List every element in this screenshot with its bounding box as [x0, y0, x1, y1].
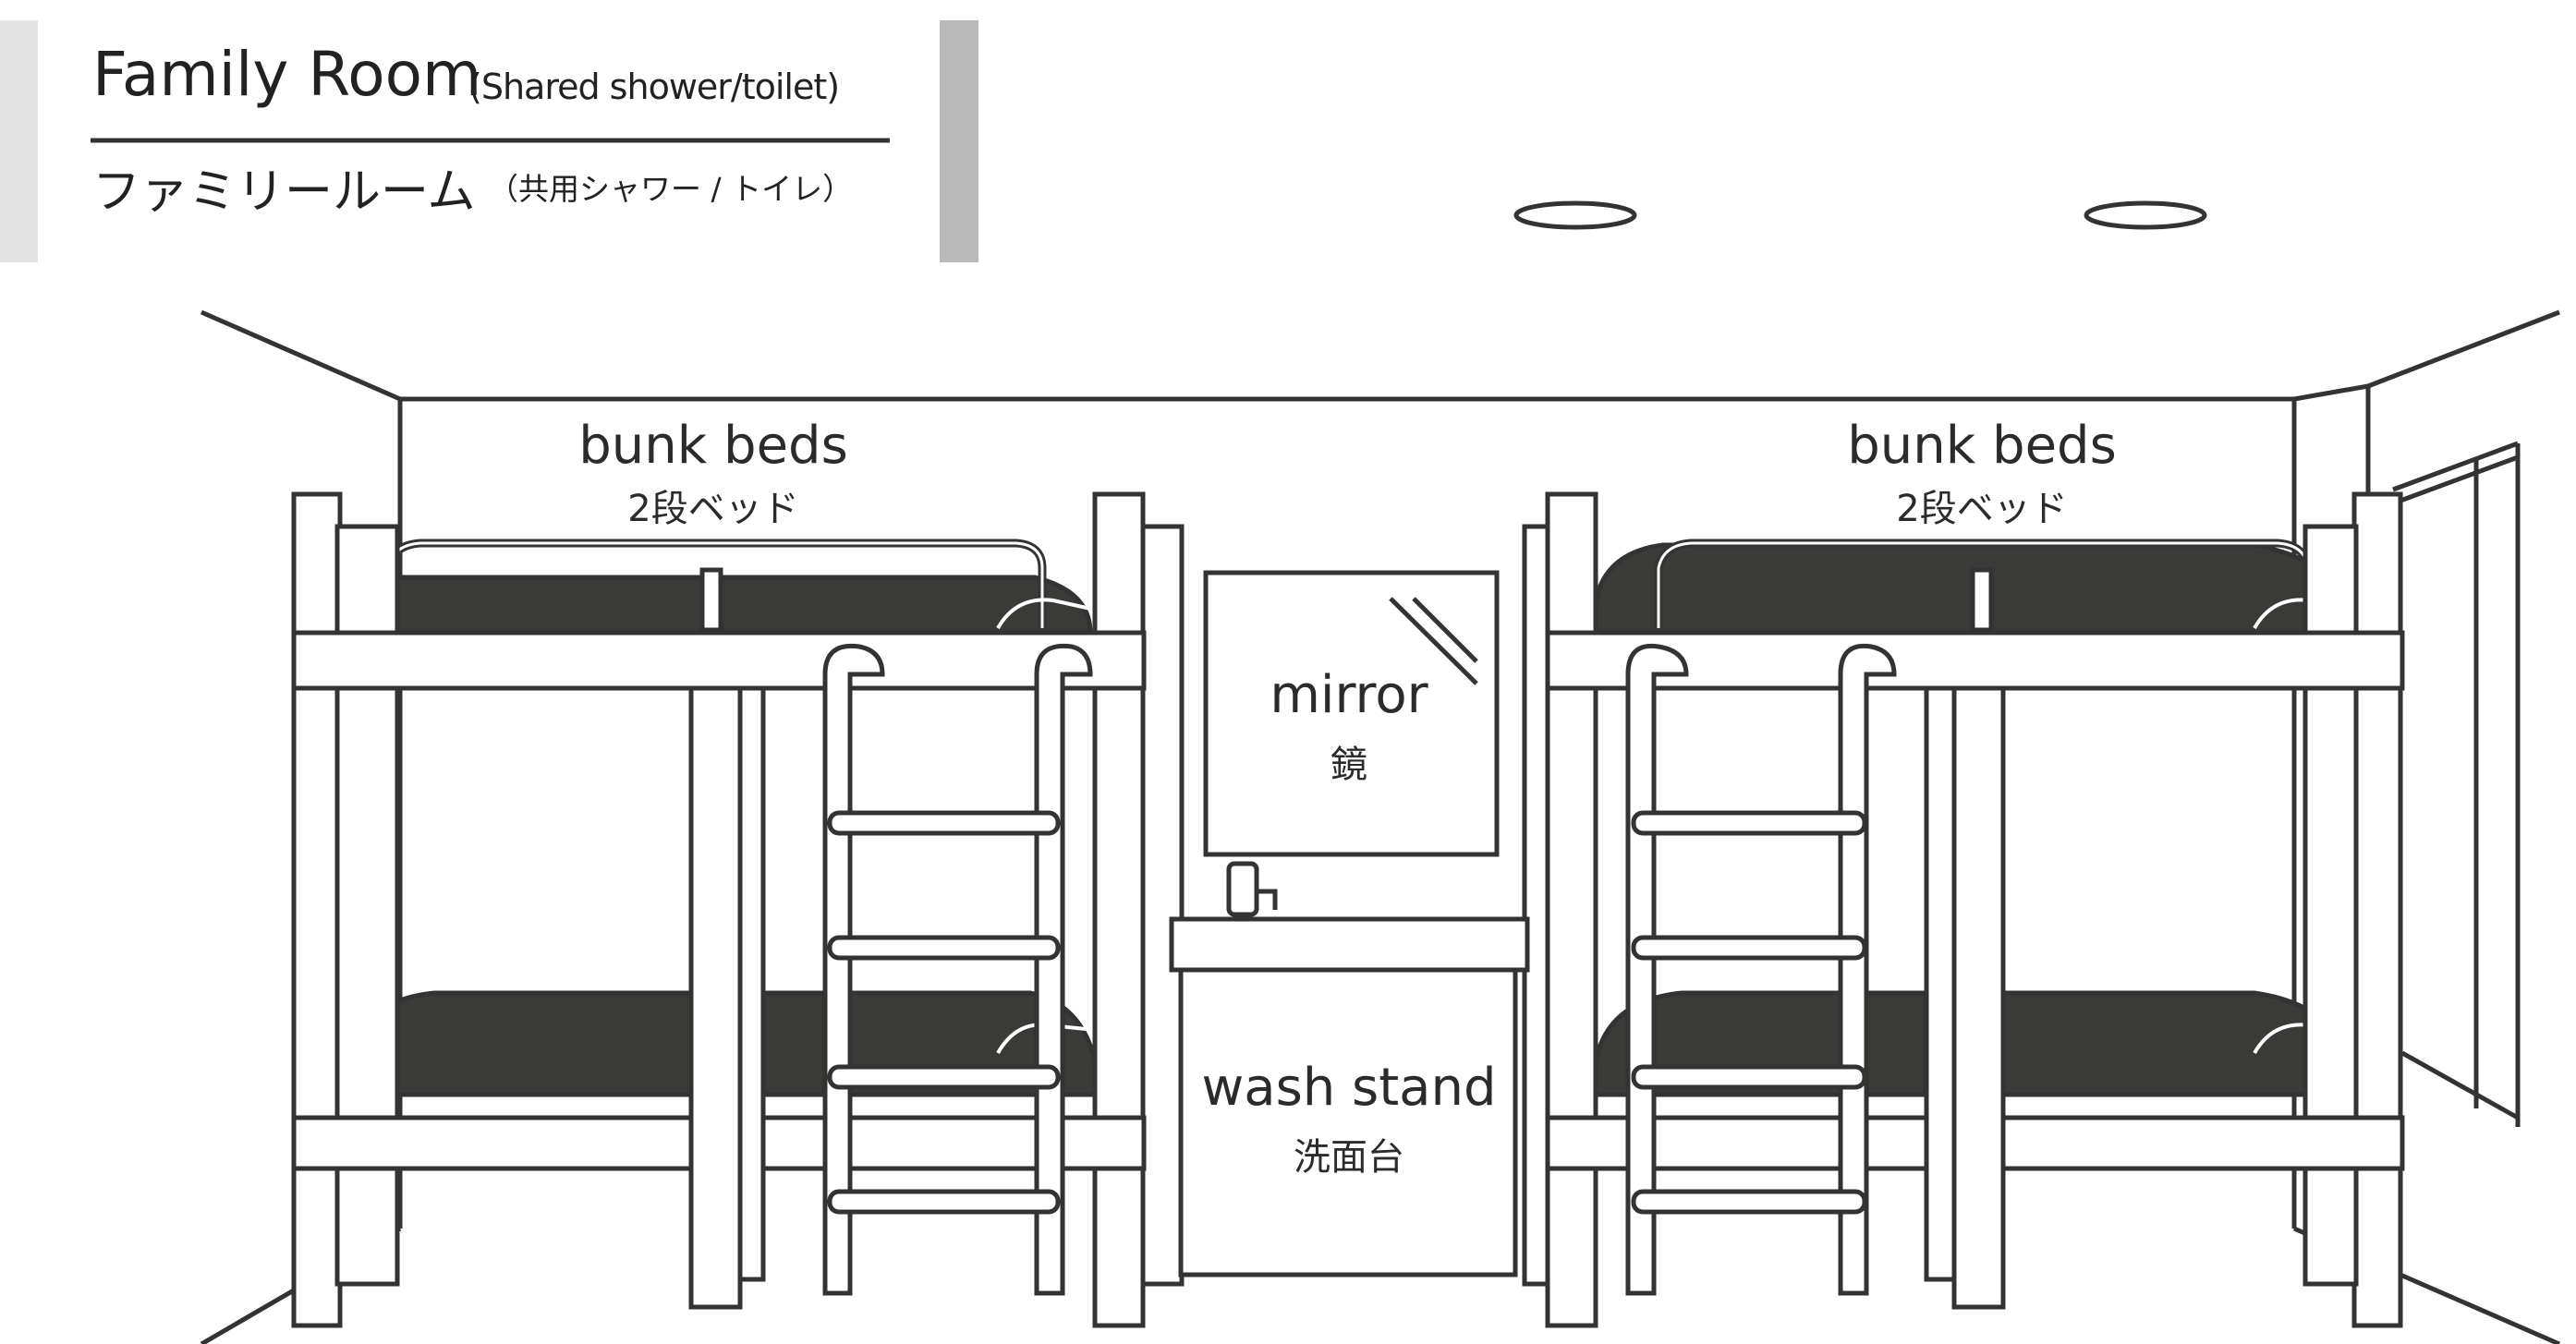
right-bunk-bed-label-jp: 2段ベッド: [1896, 488, 2068, 530]
wash-stand: [1169, 861, 1530, 1277]
header-side-bar-right: [940, 20, 978, 262]
left-bunk-bed: [291, 491, 1185, 1328]
mirror-label-jp: 鏡: [1331, 744, 1367, 786]
ceiling-light-left: [1513, 200, 1637, 230]
right-bunk-bed-label: bunk beds: [1847, 416, 2117, 476]
ceiling-light-right: [2084, 200, 2207, 230]
left-bunk-bed-label: bunk beds: [578, 416, 848, 476]
wash-stand-label: wash stand: [1201, 1058, 1497, 1118]
header-side-bar-left: [0, 20, 38, 262]
room-title-jp: ファミリールーム: [92, 164, 476, 220]
wash-stand-label-jp: 洗面台: [1294, 1136, 1404, 1179]
room-title: Family Room: [92, 39, 482, 110]
mirror: [1203, 570, 1500, 857]
room-title-jp-subtitle: （共用シャワー / トイレ）: [488, 171, 854, 207]
left-bunk-bed-label-jp: 2段ベッド: [627, 488, 799, 530]
room-title-subtitle: (Shared shower/toilet): [468, 67, 840, 107]
mirror-label: mirror: [1270, 665, 1428, 725]
right-bunk-bed: [1522, 491, 2405, 1328]
